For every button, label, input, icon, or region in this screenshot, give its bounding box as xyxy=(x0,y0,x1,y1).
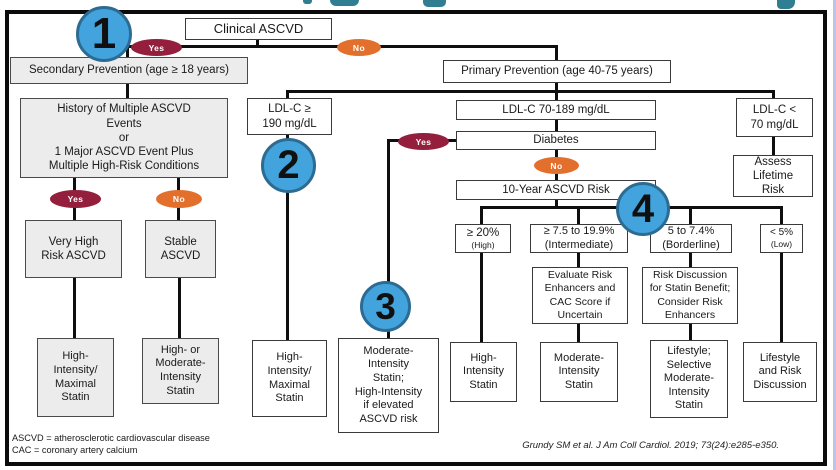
node-risk-high: ≥ 20% (High) xyxy=(455,224,511,253)
step-circle-3: 3 xyxy=(360,281,411,332)
connector xyxy=(555,82,558,92)
connector xyxy=(772,90,775,99)
step-circle-1: 1 xyxy=(76,6,132,62)
connector xyxy=(555,120,558,132)
node-ldl-70-189: LDL-C 70-189 mg/dL xyxy=(456,100,656,120)
node-high-or-moderate-intensity-statin: High- or Moderate- Intensity Statin xyxy=(142,338,219,404)
risk-high-category: (High) xyxy=(471,240,495,251)
connector xyxy=(772,137,775,156)
diagram-border xyxy=(5,10,827,466)
node-lifestyle-selective-statin: Lifestyle; Selective Moderate- Intensity… xyxy=(650,340,728,418)
node-moderate-statin-diabetes: Moderate- Intensity Statin; High-Intensi… xyxy=(338,338,439,433)
connector xyxy=(126,45,129,58)
connector xyxy=(780,206,783,225)
connector xyxy=(555,200,558,209)
risk-low-value: < 5% xyxy=(769,227,794,239)
decision-yes-diabetes: Yes xyxy=(398,133,449,150)
connector xyxy=(577,323,580,343)
connector xyxy=(480,253,483,343)
node-high-intensity-maximal-statin-ldl190: High- Intensity/ Maximal Statin xyxy=(252,340,327,417)
slide-edge-strip xyxy=(833,0,836,470)
connector xyxy=(480,206,483,225)
connector xyxy=(689,206,692,225)
connector xyxy=(577,206,580,225)
node-evaluate-risk-enhancers: Evaluate Risk Enhancers and CAC Score if… xyxy=(532,267,628,324)
cropped-title-fragment xyxy=(777,0,795,9)
risk-intermediate-value: ≥ 7.5 to 19.9% xyxy=(543,224,615,237)
risk-low-category: (Low) xyxy=(770,239,793,250)
connector xyxy=(286,90,775,93)
node-diabetes: Diabetes xyxy=(456,131,656,150)
risk-borderline-value: 5 to 7.4% xyxy=(667,224,715,237)
cropped-title-fragment xyxy=(423,0,446,7)
decision-yes-clinical: Yes xyxy=(131,39,182,56)
node-very-high-risk-ascvd: Very High Risk ASCVD xyxy=(25,220,122,278)
connector xyxy=(780,253,783,343)
node-high-intensity-maximal-statin-secondary: High- Intensity/ Maximal Statin xyxy=(37,338,114,417)
node-ldl-ge-190: LDL-C ≥ 190 mg/dL xyxy=(247,98,332,135)
node-assess-lifetime-risk: Assess Lifetime Risk xyxy=(733,155,813,197)
node-ascvd-history: History of Multiple ASCVD Events or 1 Ma… xyxy=(20,98,228,178)
node-risk-low: < 5% (Low) xyxy=(760,224,803,253)
cropped-title-fragment xyxy=(330,0,359,6)
node-risk-discussion: Risk Discussion for Statin Benefit; Cons… xyxy=(642,267,738,324)
node-risk-intermediate: ≥ 7.5 to 19.9% (Intermediate) xyxy=(530,224,628,253)
connector xyxy=(555,45,558,61)
node-clinical-ascvd: Clinical ASCVD xyxy=(185,18,332,40)
connector xyxy=(689,253,692,268)
connector xyxy=(126,83,129,99)
connector xyxy=(577,253,580,268)
connector xyxy=(73,278,76,339)
connector xyxy=(286,135,289,341)
cropped-title-fragment xyxy=(303,0,312,4)
connector xyxy=(689,323,692,341)
connector xyxy=(286,90,289,99)
decision-yes-history: Yes xyxy=(50,190,101,208)
decision-no-diabetes: No xyxy=(534,157,579,174)
connector xyxy=(256,39,259,47)
node-ten-year-ascvd-risk: 10-Year ASCVD Risk xyxy=(456,180,656,200)
node-secondary-prevention: Secondary Prevention (age ≥ 18 years) xyxy=(10,57,248,84)
step-circle-4: 4 xyxy=(616,182,670,236)
connector xyxy=(555,90,558,101)
citation: Grundy SM et al. J Am Coll Cardiol. 2019… xyxy=(522,440,779,451)
step-circle-2: 2 xyxy=(261,138,316,193)
risk-high-value: ≥ 20% xyxy=(466,227,500,240)
connector xyxy=(387,139,390,339)
node-high-intensity-statin: High- Intensity Statin xyxy=(450,342,517,402)
risk-borderline-category: (Borderline) xyxy=(662,238,720,251)
decision-no-clinical: No xyxy=(337,39,381,56)
node-primary-prevention: Primary Prevention (age 40-75 years) xyxy=(443,60,671,83)
risk-intermediate-category: (Intermediate) xyxy=(544,238,614,251)
node-stable-ascvd: Stable ASCVD xyxy=(145,220,216,278)
node-risk-borderline: 5 to 7.4% (Borderline) xyxy=(650,224,732,253)
abbreviation-footnote: ASCVD = atherosclerotic cardiovascular d… xyxy=(12,433,210,455)
decision-no-history: No xyxy=(156,190,202,208)
node-lifestyle-risk-discussion: Lifestyle and Risk Discussion xyxy=(743,342,817,402)
node-moderate-intensity-statin: Moderate- Intensity Statin xyxy=(540,342,618,402)
connector xyxy=(178,278,181,339)
node-ldl-lt-70: LDL-C < 70 mg/dL xyxy=(736,98,813,137)
